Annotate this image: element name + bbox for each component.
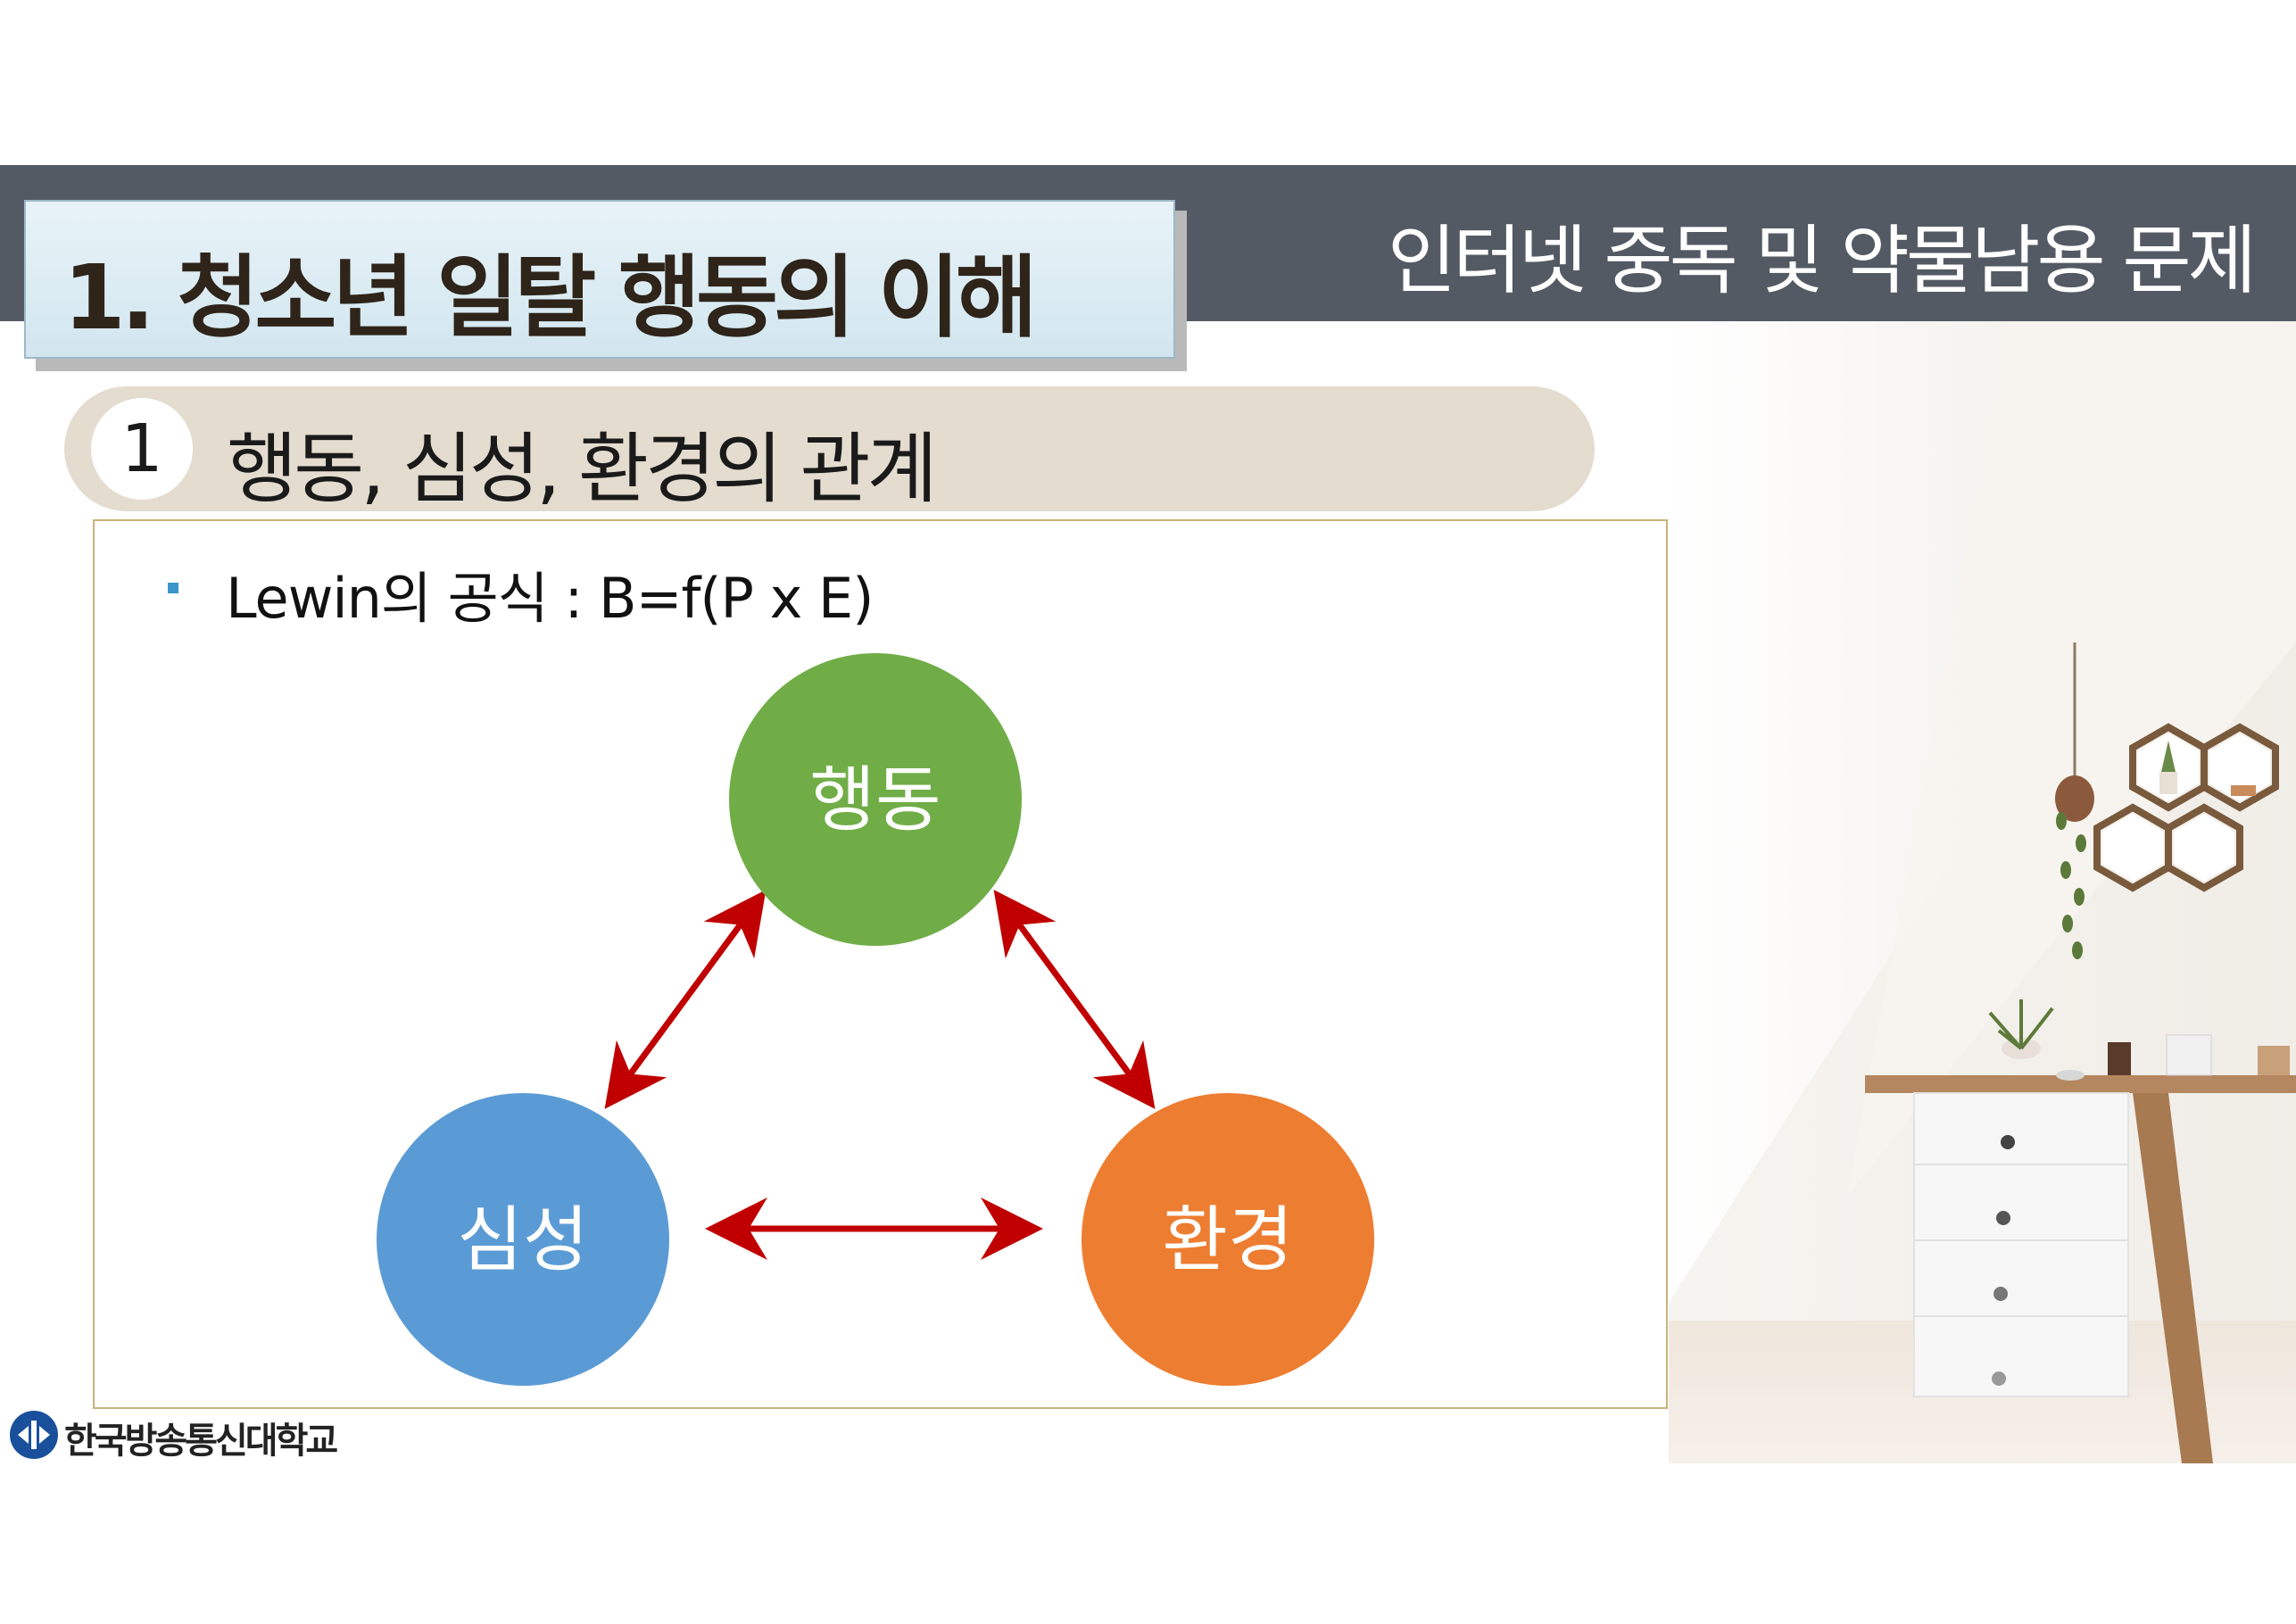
node-behavior: 행동 [729, 653, 1022, 946]
node-personality-label: 심성 [457, 1198, 588, 1281]
node-personality: 심성 [377, 1093, 669, 1386]
relationship-diagram: 행동 심성 환경 [377, 653, 1374, 1386]
university-logo-icon [10, 1411, 58, 1459]
node-environment: 환경 [1082, 1093, 1374, 1386]
bullet-square-icon [168, 583, 178, 593]
arrow-behavior-personality [604, 890, 767, 1109]
bullet-item: Lewin의 공식 : B=f(P x E) [168, 553, 874, 634]
chapter-title: 1. 청소년 일탈 행동의 이해 [63, 245, 1038, 350]
course-title: 인터넷 중독 및 약물남용 문제 [1387, 217, 2257, 304]
arrow-behavior-environment [993, 890, 1156, 1109]
node-behavior-circle [729, 653, 1022, 946]
node-behavior-label: 행동 [809, 758, 941, 841]
node-environment-label: 환경 [1162, 1198, 1293, 1281]
node-environment-circle [1082, 1093, 1374, 1386]
lewin-formula-text: Lewin의 공식 : B=f(P x E) [226, 566, 874, 631]
node-personality-circle [377, 1093, 669, 1386]
content-frame: Lewin의 공식 : B=f(P x E) 행동 심성 [93, 519, 1668, 1409]
section-number: 1 [91, 398, 193, 500]
room-background-image [1669, 321, 2296, 1463]
section-heading: 1 행동, 심성, 환경의 관계 [64, 386, 1595, 514]
chapter-title-box: 1. 청소년 일탈 행동의 이해 [24, 200, 1175, 359]
section-title: 행동, 심성, 환경의 관계 [227, 425, 938, 514]
university-name: 한국방송통신대학교 [64, 1421, 338, 1462]
